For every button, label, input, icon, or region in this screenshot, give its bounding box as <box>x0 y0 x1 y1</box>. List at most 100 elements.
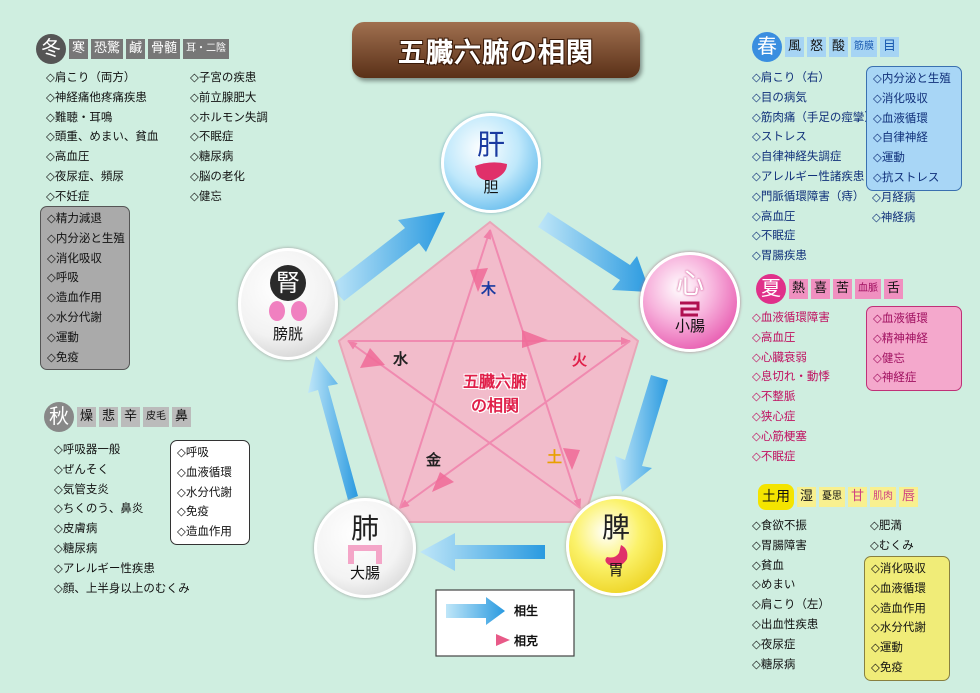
list-item: ◇ストレス <box>752 129 807 144</box>
list-item: ◇造血作用 <box>871 600 926 615</box>
list-item: ◇高血圧 <box>752 208 796 223</box>
list-item: ◇皮膚病 <box>54 521 98 536</box>
list-item: ◇造血作用 <box>177 524 232 539</box>
summer-tag: 舌 <box>884 279 904 299</box>
arrow-lung-kidney <box>308 356 358 500</box>
element-fire: 火 <box>572 351 588 369</box>
list-item: ◇心筋梗塞 <box>752 428 807 443</box>
list-item: ◇胃腸障害 <box>752 537 807 552</box>
doyo-function-box: ◇消化吸収 ◇血液循環 ◇造血作用 ◇水分代謝 ◇運動 ◇免疫 <box>864 556 950 681</box>
controlling-arrowheads <box>360 268 580 492</box>
list-item: ◇血液循環障害 <box>752 310 830 324</box>
doyo-tag: 湿 <box>797 487 817 507</box>
lung-zang-label: 肺 <box>350 511 379 545</box>
list-item: ◇アレルギー性疾患 <box>54 560 155 575</box>
summer-season-tag: 夏 <box>756 274 786 304</box>
spring-tag: 目 <box>880 37 900 57</box>
summer-header: 夏 熱 喜 苦 血脈 舌 <box>756 274 904 304</box>
list-item: ◇血液循環 <box>871 580 926 595</box>
doyo-tag: 憂思 <box>819 487 846 507</box>
spring-list-1: ◇肩こり（右） ◇目の病気 ◇筋肉痛（手足の痙攣） ◇ストレス ◇自律神経失調症… <box>752 68 876 266</box>
autumn-tag: 辛 <box>121 407 141 427</box>
element-wood: 木 <box>481 280 497 298</box>
heart-fu-label: 小腸 <box>674 316 705 335</box>
spring-tag: 酸 <box>829 37 849 57</box>
list-item: ◇不眠症 <box>752 228 796 243</box>
list-item: ◇めまい <box>752 577 796 592</box>
liver-fu-label: 胆 <box>483 177 499 196</box>
list-item: ◇血液循環 <box>873 311 928 325</box>
stomach-icon <box>605 544 628 566</box>
doyo-tag: 唇 <box>899 487 919 507</box>
autumn-tag: 悲 <box>99 407 119 427</box>
list-item: ◇神経病 <box>872 209 916 224</box>
list-item: ◇運動 <box>871 640 903 655</box>
winter-list-2: ◇子宮の疾患 ◇前立腺肥大 ◇ホルモン失調 ◇不眠症 ◇糖尿病 ◇脳の老化 ◇健… <box>190 68 268 207</box>
summer-list: ◇血液循環障害 ◇高血圧 ◇心臓衰弱 ◇息切れ・動悸 ◇不整脈 ◇狭心症 ◇心筋… <box>752 308 830 466</box>
title-banner: 五臓六腑の相関 <box>352 22 640 78</box>
autumn-tag: 鼻 <box>172 407 192 427</box>
doyo-tag: 甘 <box>848 487 868 507</box>
list-item: ◇出血性疾患 <box>752 616 819 631</box>
list-item: ◇血液循環 <box>177 464 232 479</box>
spring-list-2: ◇月経病 ◇神経病 <box>872 188 915 228</box>
list-item: ◇気管支炎 <box>54 481 109 496</box>
winter-list-1: ◇肩こり（両方） ◇神経痛他疼痛疾患 ◇難聴・耳鳴 ◇頭重、めまい、貧血 ◇高血… <box>46 68 158 207</box>
arrow-heart-spleen <box>615 375 668 492</box>
list-item: ◇夜尿症、頻尿 <box>46 168 124 183</box>
list-item: ◇胃腸疾患 <box>752 248 807 263</box>
list-item: ◇肩こり（右） <box>752 70 830 84</box>
element-earth: 土 <box>547 448 563 466</box>
doyo-list-2: ◇肥満 ◇むくみ <box>870 516 914 556</box>
list-item: ◇難聴・耳鳴 <box>46 109 113 124</box>
center-title: 五臓六腑 の相関 <box>420 370 570 418</box>
list-item: ◇精神神経 <box>873 330 928 345</box>
doyo-header: 土用 湿 憂思 甘 肌肉 唇 <box>758 484 919 510</box>
legend-generating-label: 相生 <box>514 604 539 618</box>
large-intestine-icon <box>348 544 382 564</box>
winter-header: 冬 寒 恐驚 鹹 骨髄 耳・二陰 <box>36 34 230 64</box>
list-item: ◇前立腺肥大 <box>190 89 257 104</box>
element-water: 水 <box>393 350 409 368</box>
spring-tag: 筋膜 <box>851 37 878 57</box>
list-item: ◇脳の老化 <box>190 168 245 183</box>
lung-fu-label: 大腸 <box>349 563 380 582</box>
list-item: ◇むくみ <box>870 537 914 552</box>
doyo-tag: 肌肉 <box>870 487 897 507</box>
list-item: ◇頭重、めまい、貧血 <box>46 129 159 144</box>
winter-tag: 寒 <box>69 39 89 59</box>
list-item: ◇内分泌と生殖 <box>873 71 951 85</box>
list-item: ◇不眠症 <box>190 129 234 144</box>
list-item: ◇肩こり（両方） <box>46 70 136 84</box>
autumn-season-tag: 秋 <box>44 402 74 432</box>
list-item: ◇筋肉痛（手足の痙攣） <box>752 109 876 124</box>
list-item: ◇水分代謝 <box>177 484 232 499</box>
generating-arrows <box>308 212 668 571</box>
winter-function-box: ◇精力減退 ◇内分泌と生殖 ◇消化吸収 ◇呼吸 ◇造血作用 ◇水分代謝 ◇運動 … <box>40 206 130 371</box>
liver-zang-label: 肝 <box>476 127 505 161</box>
doyo-list-1: ◇食欲不振 ◇胃腸障害 ◇貧血 ◇めまい ◇肩こり（左） ◇出血性疾患 ◇夜尿症… <box>752 516 830 674</box>
summer-function-box: ◇血液循環 ◇精神神経 ◇健忘 ◇神経症 <box>866 306 962 392</box>
heart-zang-label: 心 <box>675 266 704 300</box>
list-item: ◇免疫 <box>177 504 209 519</box>
spleen-fu-label: 胃 <box>608 560 624 579</box>
list-item: ◇血液循環 <box>873 110 928 125</box>
list-item: ◇不妊症 <box>46 188 90 203</box>
list-item: ◇ぜんそく <box>54 461 109 476</box>
autumn-list: ◇呼吸器一般 ◇ぜんそく ◇気管支炎 ◇ちくのう、鼻炎 ◇皮膚病 ◇糖尿病 ◇ア… <box>54 440 190 598</box>
list-item: ◇抗ストレス <box>873 169 940 184</box>
list-item: ◇消化吸収 <box>873 90 928 105</box>
list-item: ◇糖尿病 <box>752 656 796 671</box>
list-item: ◇内分泌と生殖 <box>47 230 125 245</box>
legend-controlling-label: 相克 <box>514 634 539 648</box>
list-item: ◇神経症 <box>873 370 917 385</box>
list-item: ◇不眠症 <box>752 448 796 463</box>
list-item: ◇呼吸 <box>47 270 79 285</box>
kidney-fu-label: 膀胱 <box>272 324 303 343</box>
arrow-kidney-liver <box>330 212 445 301</box>
winter-tag: 恐驚 <box>91 39 124 59</box>
arrow-liver-heart <box>538 212 650 292</box>
list-item: ◇肩こり（左） <box>752 597 830 612</box>
pentagon <box>337 220 640 523</box>
list-item: ◇神経痛他疼痛疾患 <box>46 89 147 104</box>
